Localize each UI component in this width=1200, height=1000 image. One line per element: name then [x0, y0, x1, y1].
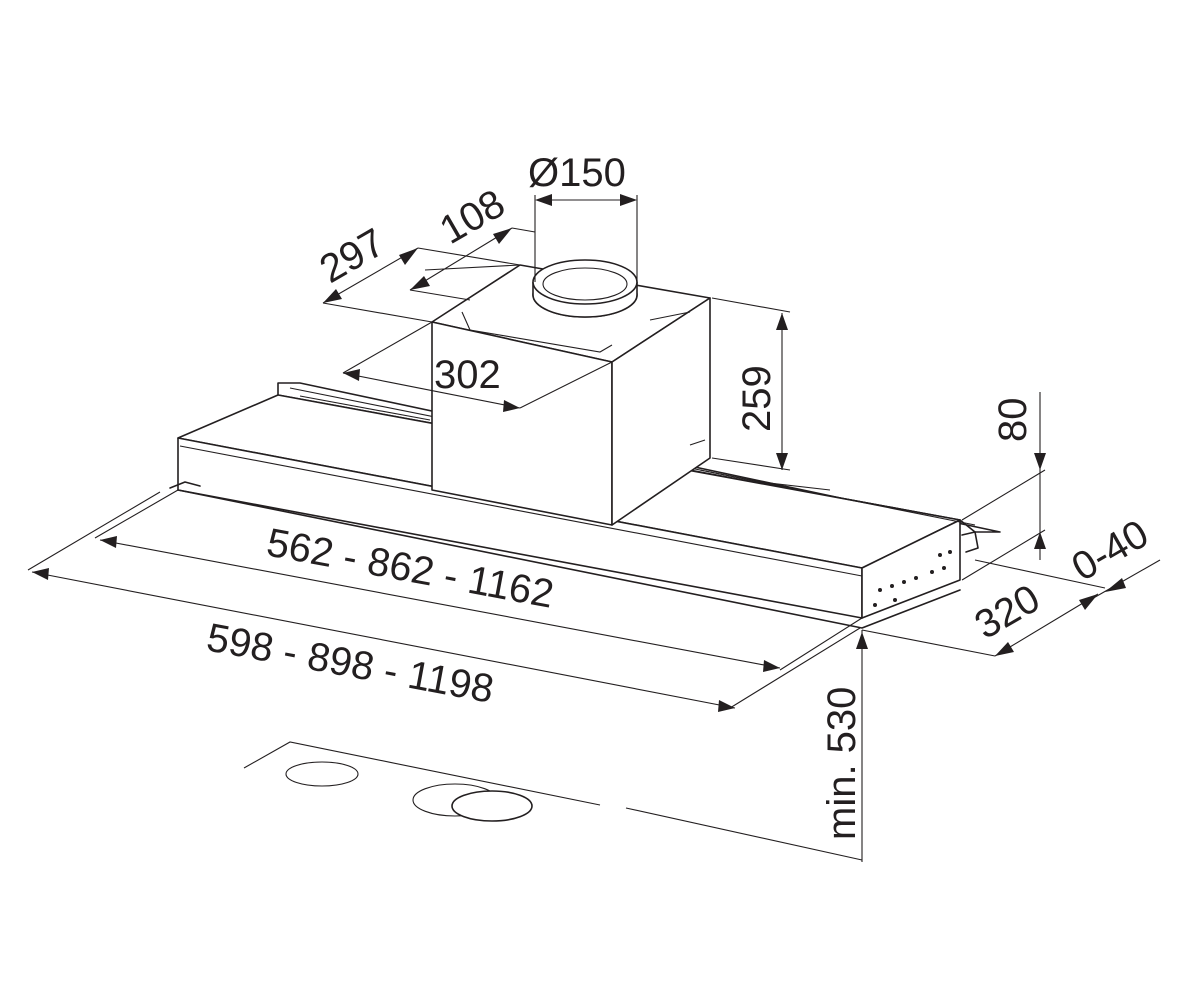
dim-offset-range: 0-40 — [1065, 512, 1156, 590]
dim-outer-width: 598 - 898 - 1198 — [203, 616, 497, 712]
dim-chimney-offset-depth: 297 — [313, 220, 393, 291]
dim-depth: 320 — [968, 576, 1048, 647]
dim-duct-diameter: Ø150 — [528, 151, 626, 195]
dim-chimney-height: 259 — [735, 365, 779, 432]
control-panel-icon — [873, 550, 952, 607]
dim-body-height: 80 — [991, 398, 1035, 443]
chimney-box — [431, 259, 711, 526]
dimension-lines — [27, 194, 1161, 862]
duct-collar — [532, 259, 638, 318]
burner-icon — [451, 790, 533, 822]
dim-min-height: min. 530 — [820, 687, 864, 840]
dim-chimney-width: 302 — [434, 353, 501, 397]
cooktop-outline — [243, 741, 863, 861]
burner-icon — [285, 761, 359, 787]
